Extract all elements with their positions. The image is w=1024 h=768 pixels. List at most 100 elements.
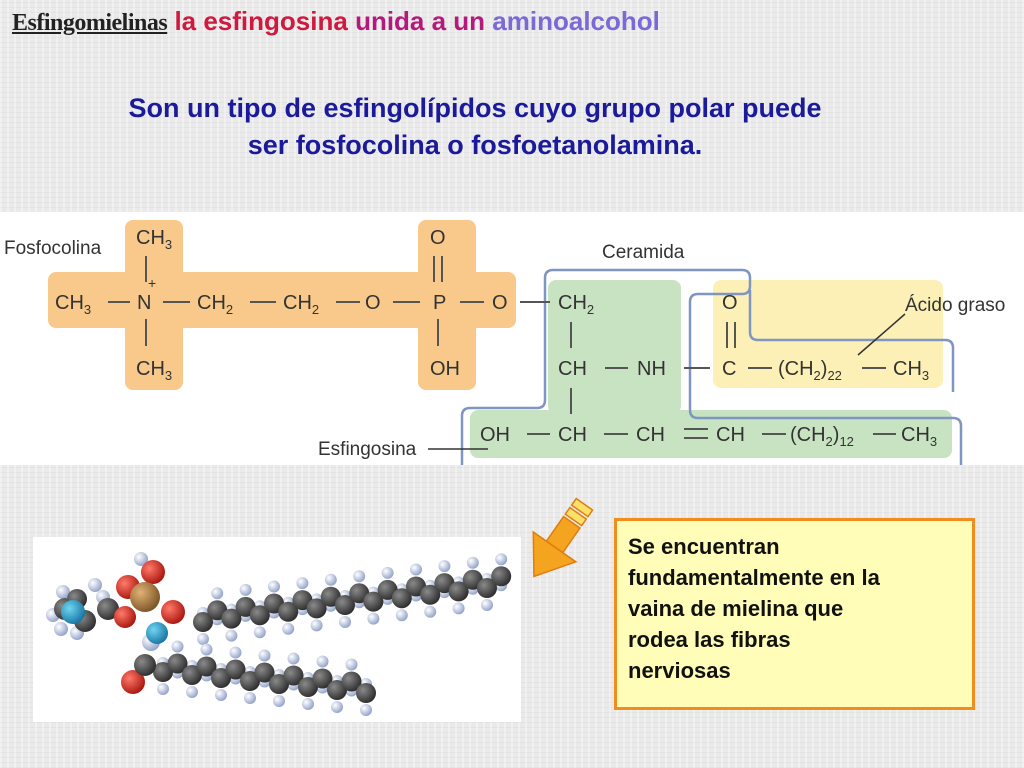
atom-ch2-22: (CH2)22: [778, 358, 842, 383]
atom-sphere-H: [353, 570, 366, 583]
atom-sphere-C: [167, 653, 188, 674]
atom-ch3-top: CH3: [136, 227, 172, 252]
atom-o-double: O: [430, 227, 446, 249]
atom-oh-sphingosine: OH: [480, 424, 510, 446]
atom-sphere-C: [269, 674, 289, 694]
atom-ch-3: CH: [636, 424, 665, 446]
atom-sphere-C: [182, 665, 202, 685]
atom-sphere-C: [193, 612, 213, 632]
atom-sphere-C: [298, 677, 318, 697]
acido-graso-region: [713, 280, 943, 388]
atom-sphere-C: [448, 581, 469, 602]
atom-sphere-H: [316, 655, 329, 668]
atom-sphere-N: [61, 600, 85, 624]
atom-sphere-C: [312, 668, 333, 689]
note-line-4: rodea las fibras: [628, 627, 791, 652]
atom-sphere-C: [97, 598, 119, 620]
atom-sphere-C: [363, 591, 384, 612]
atom-sphere-C: [283, 665, 304, 686]
note-box: Se encuentran fundamentalmente en la vai…: [614, 518, 975, 710]
atom-sphere-H: [310, 619, 323, 632]
atom-o-1: O: [365, 292, 381, 314]
atom-ch-1: CH: [558, 358, 587, 380]
atom-sphere-H: [244, 692, 256, 704]
atom-o-carbonyl: O: [722, 292, 738, 314]
atom-sphere-H: [239, 583, 252, 596]
atom-ch2-b: CH2: [283, 292, 319, 317]
atom-sphere-H: [215, 689, 227, 701]
atom-sphere-C: [477, 578, 497, 598]
arrow-icon: [532, 497, 594, 578]
acido-graso-pointer: [857, 313, 906, 356]
atom-sphere-H: [466, 556, 479, 569]
atom-sphere-C: [306, 598, 327, 619]
slide-title: Esfingomielinas la esfingosina unida a u…: [12, 6, 660, 37]
atom-sphere-H: [296, 577, 309, 590]
atom-sphere-O: [114, 606, 136, 628]
atom-sphere-C: [249, 605, 270, 626]
atom-sphere-H: [211, 587, 224, 600]
atom-sphere-H: [302, 698, 314, 710]
atom-p: P: [433, 292, 446, 314]
atom-sphere-H: [273, 695, 285, 707]
slide-subtitle: Son un tipo de esfingolípidos cuyo grupo…: [20, 90, 930, 164]
atom-sphere-C: [341, 671, 362, 692]
atom-ch3-left: CH3: [55, 292, 91, 317]
atom-sphere-H: [481, 599, 493, 611]
atom-sphere-C: [153, 662, 173, 682]
atom-sphere-H: [253, 626, 266, 639]
atom-sphere-H: [56, 585, 70, 599]
atom-sphere-C: [221, 608, 242, 629]
ceramida-outline-right: [748, 290, 955, 392]
atom-sphere-O: [141, 560, 165, 584]
atom-ch2-ceramide: CH2: [558, 292, 594, 317]
atom-o-2: O: [492, 292, 508, 314]
atom-sphere-C: [335, 595, 355, 615]
atom-sphere-C: [196, 656, 217, 677]
space-filling-model: [33, 537, 521, 722]
atom-sphere-H: [88, 578, 102, 592]
atom-sphere-H: [345, 658, 358, 671]
atom-sphere-O: [121, 670, 145, 694]
atom-sphere-C: [211, 668, 231, 688]
atom-ch3-sphingosine: CH3: [901, 424, 937, 449]
atom-sphere-H: [225, 629, 238, 642]
atom-sphere-H: [287, 652, 300, 665]
atom-sphere-C: [134, 654, 156, 676]
atom-sphere-H: [339, 616, 351, 628]
atom-ch2-a: CH2: [197, 292, 233, 317]
formula-atoms: CH3 + CH3 N CH2 CH2 O P O CH3 O OH CH2 C…: [55, 227, 937, 449]
charge-plus: +: [148, 275, 156, 291]
atom-ch-4: CH: [716, 424, 745, 446]
atom-sphere-H: [324, 573, 337, 586]
atom-sphere-C: [420, 584, 441, 605]
title-unida: unida a un: [355, 6, 486, 36]
atom-sphere-H: [268, 580, 280, 593]
fosfocolina-region: [48, 220, 516, 390]
atom-sphere-P: [130, 582, 160, 612]
atom-sphere-H: [186, 686, 198, 698]
label-ceramida: Ceramida: [602, 242, 685, 263]
subtitle-line-1: Son un tipo de esfingolípidos cuyo grupo…: [128, 93, 822, 123]
atom-n: N: [137, 292, 151, 314]
atom-sphere-H: [282, 622, 295, 635]
atom-sphere-O: [161, 600, 185, 624]
title-esfingosina: la esfingosina: [174, 6, 348, 36]
atom-ch3-acid: CH3: [893, 358, 929, 383]
atom-sphere-H: [395, 609, 408, 622]
atom-sphere-H: [134, 552, 148, 566]
atom-sphere-H: [410, 563, 422, 576]
atom-sphere-H: [452, 602, 465, 615]
atom-nh: NH: [637, 358, 666, 380]
atom-sphere-H: [360, 704, 372, 716]
atom-sphere-N: [146, 622, 168, 644]
title-aminoalcohol: aminoalcohol: [492, 6, 660, 36]
label-acido-graso: Ácido graso: [905, 295, 1005, 316]
esfingosina-region: [470, 280, 952, 458]
atom-sphere-H: [200, 643, 213, 656]
atom-sphere-C: [225, 659, 246, 680]
note-line-3: vaina de mielina que: [628, 596, 844, 621]
atom-sphere-C: [240, 671, 260, 691]
label-fosfocolina: Fosfocolina: [4, 238, 102, 259]
atom-sphere-C: [278, 601, 299, 622]
